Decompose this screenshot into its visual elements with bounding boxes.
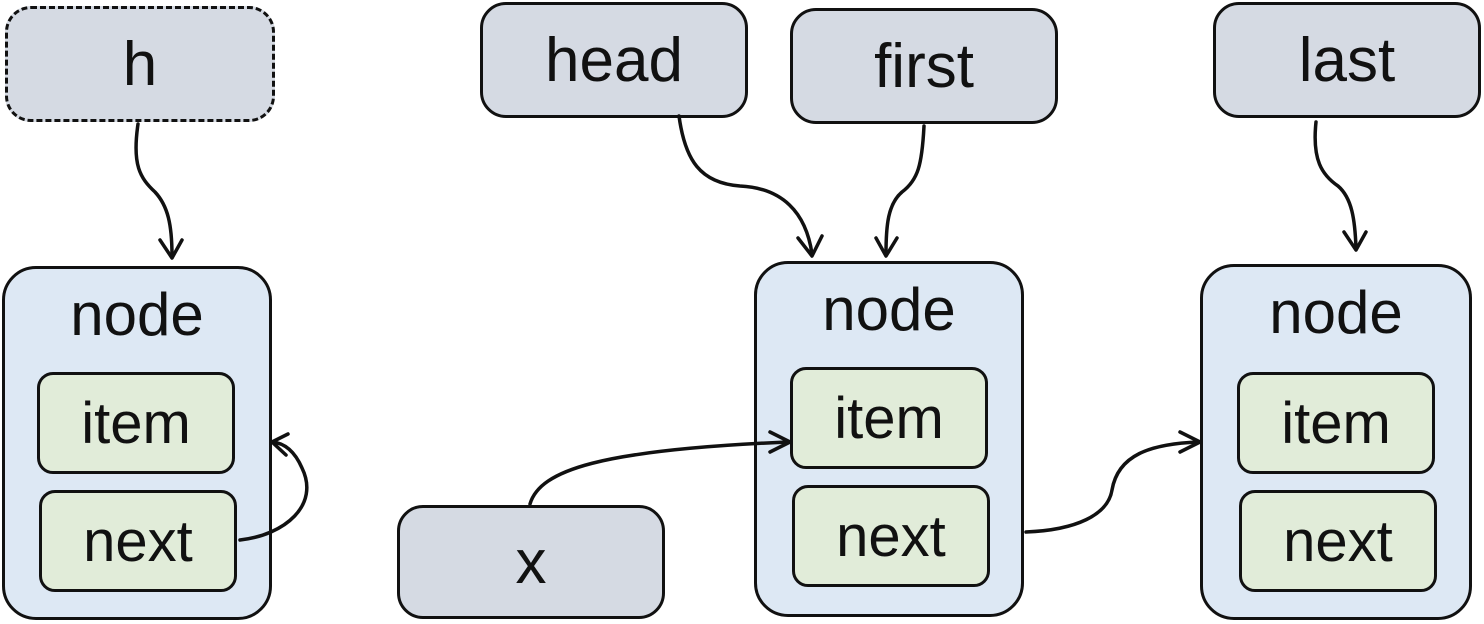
- arrow-first-to-node: [884, 124, 926, 256]
- node-last-item-field: item: [1237, 372, 1435, 474]
- variable-x-label: x: [515, 527, 547, 597]
- arrowhead-next: [1178, 430, 1202, 454]
- next-field-label: next: [1283, 508, 1393, 574]
- variable-head-label: head: [545, 25, 683, 95]
- arrow-head-to-node: [677, 114, 814, 256]
- arrow-h-to-node: [134, 122, 174, 258]
- arrow-self-loop: [238, 440, 309, 542]
- next-field-label: next: [836, 503, 946, 569]
- variable-h-label: h: [122, 29, 158, 99]
- item-field-label: item: [1281, 390, 1391, 456]
- item-field-label: item: [81, 390, 191, 456]
- node-first-item-field: item: [790, 367, 988, 469]
- variable-head: head: [480, 2, 748, 118]
- next-field-label: next: [83, 508, 193, 574]
- arrowhead-last: [1342, 230, 1368, 252]
- variable-h: h: [5, 6, 275, 122]
- node-last-next-field: next: [1239, 490, 1437, 592]
- arrowhead-x: [768, 430, 792, 454]
- arrowhead-head: [796, 234, 824, 258]
- arrow-last-to-node: [1313, 120, 1358, 250]
- item-field-label: item: [834, 385, 944, 451]
- arrowhead-h: [158, 238, 184, 260]
- arrow-x-to-item: [528, 440, 790, 506]
- node-label: node: [1269, 279, 1403, 346]
- arrowhead-self-loop: [270, 432, 290, 457]
- node-h-item-field: item: [37, 372, 235, 474]
- node-h-next-field: next: [39, 490, 237, 592]
- variable-last: last: [1213, 2, 1481, 118]
- node-label: node: [822, 276, 956, 343]
- variable-x: x: [397, 505, 665, 619]
- node-label: node: [70, 281, 204, 348]
- arrowhead-first: [874, 236, 899, 258]
- node-first-next-field: next: [792, 485, 990, 587]
- variable-first: first: [790, 8, 1058, 124]
- variable-last-label: last: [1298, 25, 1396, 95]
- arrow-next-to-last-node: [1024, 440, 1200, 534]
- variable-first-label: first: [874, 31, 974, 101]
